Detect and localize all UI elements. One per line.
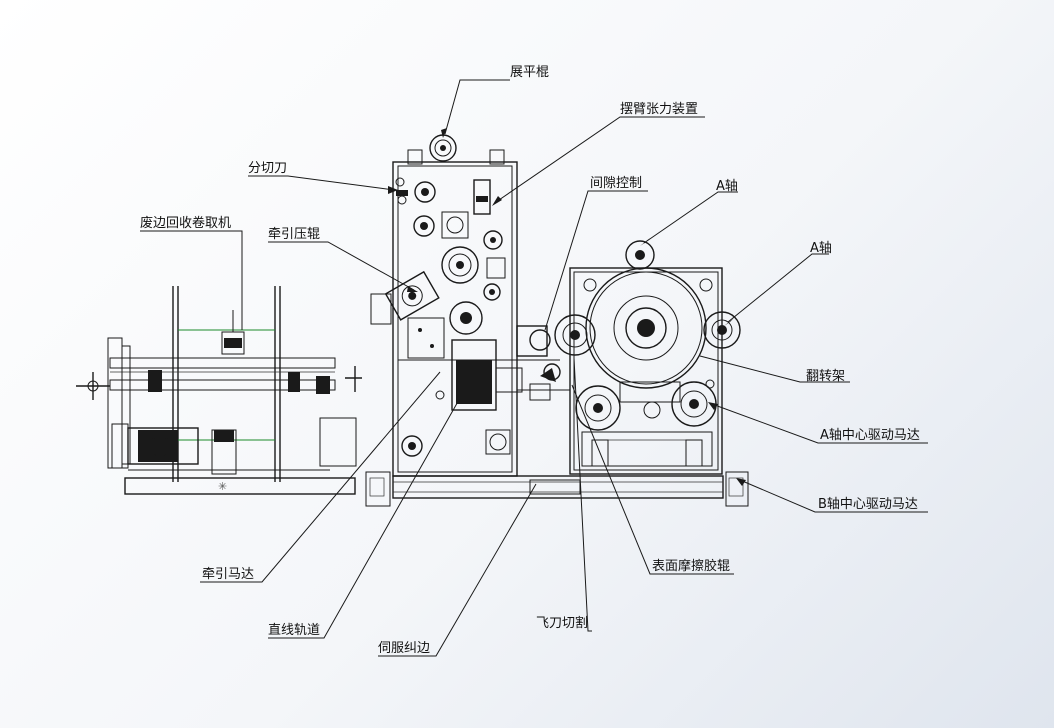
slitting-frame (370, 134, 560, 477)
label-flying-knife: 飞刀切割 (536, 615, 588, 631)
svg-text:✳: ✳ (218, 480, 227, 493)
label-gap-control: 间隙控制 (590, 176, 642, 191)
label-flatten-roller: 展平棍 (510, 65, 549, 80)
leader-lines (140, 79, 928, 657)
label-slitting-knife: 分切刀 (248, 161, 287, 176)
label-surface-friction-roller: 表面摩擦胶辊 (652, 558, 730, 574)
label-linear-rail: 直线轨道 (268, 623, 320, 638)
label-traction-motor: 牵引马达 (202, 567, 254, 582)
label-b-shaft-center-motor: B轴中心驱动马达 (818, 497, 918, 512)
label-traction-pressure-roller: 牵引压辊 (268, 227, 320, 242)
label-a-shaft-right: A轴 (810, 241, 832, 256)
waste-rewinder-unit: ✳ (76, 286, 362, 493)
label-waste-edge-rewinder: 废边回收卷取机 (140, 215, 231, 231)
callout-labels: 展平棍 摆臂张力装置 分切刀 间隙控制 废边回收卷取机 牵引压辊 A轴 A轴 翻… (140, 65, 920, 656)
turret-winder (554, 240, 741, 475)
base-frame (124, 471, 749, 507)
label-servo-edge-guide: 伺服纠边 (378, 641, 430, 656)
label-turning-frame: 翻转架 (806, 369, 845, 384)
label-a-shaft-center-motor: A轴中心驱动马达 (820, 428, 920, 443)
gap-control-linkage (516, 325, 570, 401)
label-swing-arm-tension: 摆臂张力装置 (620, 102, 698, 117)
label-a-shaft-upper: A轴 (716, 179, 738, 194)
